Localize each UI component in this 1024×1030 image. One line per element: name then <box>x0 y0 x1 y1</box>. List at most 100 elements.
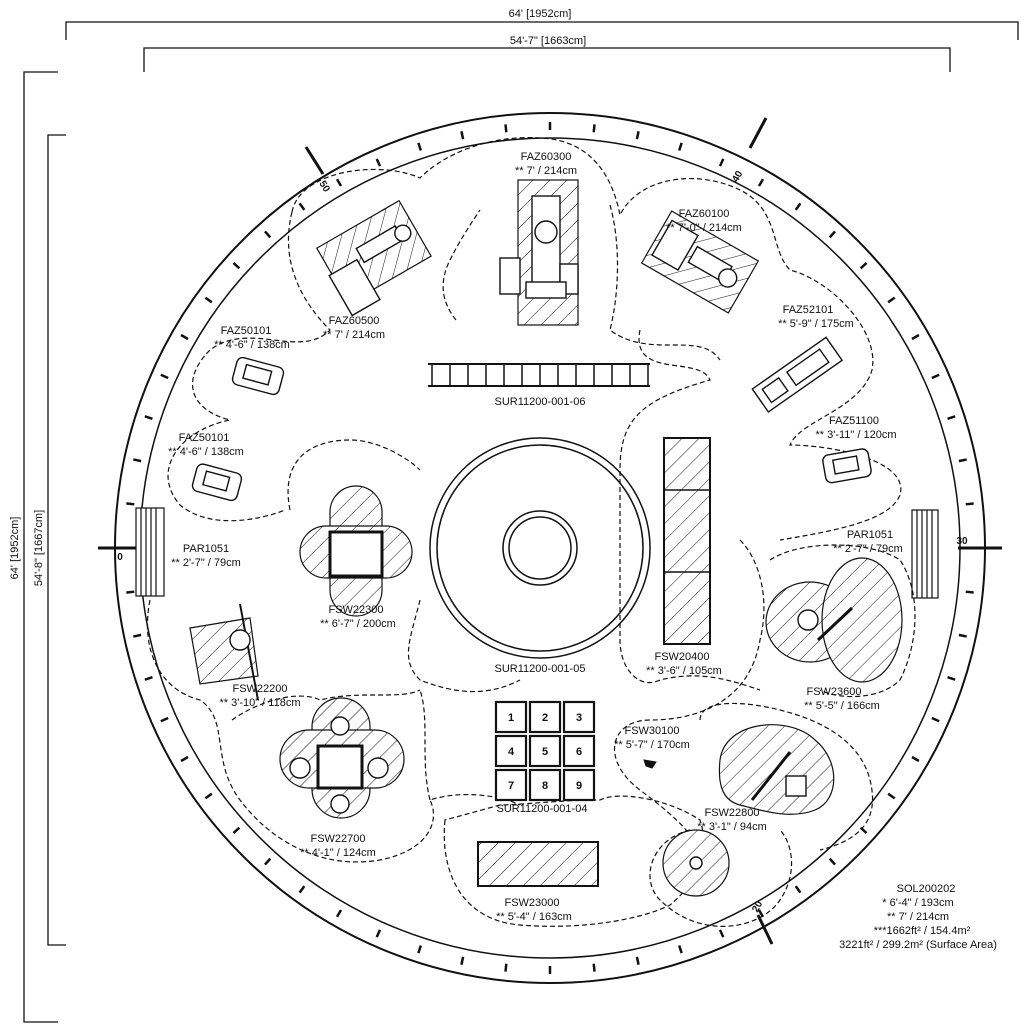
overall-height-label: 64' [1952cm] <box>9 517 21 580</box>
rim-tick <box>160 373 169 380</box>
equipment-fsw22200 <box>189 603 259 701</box>
rim-tick <box>298 885 306 894</box>
grid-cell <box>528 700 562 734</box>
height-fsw20400: ** 3'-6" / 105cm <box>646 665 722 677</box>
rim-tick <box>460 131 465 140</box>
rim-tick <box>965 590 974 594</box>
rim-tick <box>828 857 836 866</box>
rim-tick <box>264 230 272 239</box>
rim-tick <box>232 262 241 270</box>
equipment-fsw23000 <box>477 841 599 887</box>
equipment-labels: FAZ60300 ** 7' / 214cm FAZ60100 ** 7'-0"… <box>168 151 903 923</box>
label-faz60100: FAZ60100 <box>679 208 730 220</box>
label-fsw22300: FSW22300 <box>328 604 383 616</box>
grid-cell <box>528 768 562 802</box>
summary-block: SOL200202 * 6'-4" / 193cm ** 7' / 214cm … <box>839 883 997 951</box>
rim-tick <box>947 675 956 681</box>
label-fsw23600: FSW23600 <box>806 686 861 698</box>
summary-line1: * 6'-4" / 193cm <box>882 897 953 909</box>
rim-tick <box>911 333 920 341</box>
rim-tick <box>911 755 920 763</box>
rim-tick <box>965 502 974 506</box>
label-faz60300: FAZ60300 <box>521 151 572 163</box>
rim-tick <box>180 333 189 341</box>
grid-cell <box>494 768 528 802</box>
rim-tick <box>958 633 967 638</box>
rim-tick <box>504 963 508 972</box>
center-disc-inner <box>508 516 572 580</box>
equipment-fsw22800 <box>718 724 835 815</box>
rim-tick <box>859 262 868 270</box>
height-faz52101: ** 5'-9" / 175cm <box>778 318 854 330</box>
label-fsw30100: FSW30100 <box>624 725 679 737</box>
grid-cell <box>528 734 562 768</box>
rim-mark-top-right: 40 <box>730 169 745 185</box>
center-disc-outer <box>502 510 578 586</box>
grid-cell-number: 1 <box>508 712 514 724</box>
equipment-spinner <box>662 829 730 897</box>
height-faz60300: ** 7' / 214cm <box>515 165 577 177</box>
label-faz51100: FAZ51100 <box>829 415 879 427</box>
label-fsw20400: FSW20400 <box>654 651 709 663</box>
rim-tick <box>160 716 169 723</box>
equipment-fsw22700 <box>279 697 405 819</box>
grid-cell <box>562 768 596 802</box>
rim-tick <box>133 458 142 463</box>
rim-tick <box>958 458 967 463</box>
height-fsw23000: ** 5'-4" / 163cm <box>496 911 572 923</box>
height-fsw22800: ** 3'-1" / 94cm <box>697 821 767 833</box>
inner-width-label: 54'-7" [1663cm] <box>510 35 586 47</box>
summary-line4: 3221ft² / 299.2m² (Surface Area) <box>839 939 997 951</box>
rim-tick <box>232 826 241 834</box>
rim-tick <box>335 178 343 187</box>
label-grid-surface: SUR11200-001-04 <box>497 803 588 815</box>
rim-tick <box>375 158 382 167</box>
rim-tick <box>126 502 135 506</box>
label-faz52101: FAZ52101 <box>783 304 834 316</box>
rim-tick <box>887 296 896 304</box>
rim-tick <box>298 202 306 211</box>
label-ladder-surface: SUR11200-001-06 <box>495 396 586 408</box>
rim-tick <box>126 590 135 594</box>
equipment-faz51100 <box>822 448 872 484</box>
grid-cell-number: 9 <box>576 780 582 792</box>
height-fsw30100: ** 5'-7" / 170cm <box>614 739 690 751</box>
equipment-faz50101-bottom <box>191 463 243 502</box>
rim-tick <box>757 178 765 187</box>
grid-cell-number: 3 <box>576 712 582 724</box>
label-fsw22200: FSW22200 <box>232 683 287 695</box>
rim-tick <box>144 675 153 681</box>
rim-mark-left: 0 <box>117 552 123 563</box>
grid-cell-number: 6 <box>576 746 582 758</box>
height-fsw22300: ** 6'-7" / 200cm <box>320 618 396 630</box>
rim-tick <box>887 792 896 800</box>
rim-tick <box>204 792 213 800</box>
center-surface-outer <box>429 437 651 659</box>
height-par1051-left: ** 2'-7" / 79cm <box>171 557 241 569</box>
rim-tick <box>592 963 596 972</box>
height-faz51100: ** 3'-11" / 120cm <box>815 429 896 441</box>
rim-tick <box>504 124 508 133</box>
rim-tick <box>931 716 940 723</box>
equipment-faz52101 <box>751 336 844 413</box>
grid-cell-number: 5 <box>542 746 548 758</box>
grid-cell <box>494 700 528 734</box>
height-fsw22700: ** 4'-1" / 124cm <box>300 847 376 859</box>
height-faz60500: ** 7' / 214cm <box>323 329 385 341</box>
equipment-fsw22300 <box>299 485 413 617</box>
equipment-faz60300 <box>499 179 579 326</box>
rim-tick <box>417 142 423 151</box>
equipment-fsw30100 <box>643 759 657 769</box>
label-fsw22700: FSW22700 <box>310 833 365 845</box>
height-faz50101-bottom: ** 4'-6" / 138cm <box>168 446 244 458</box>
center-surface-inner <box>436 444 644 652</box>
equipment-faz60500 <box>315 199 432 317</box>
rim-tick <box>375 929 382 938</box>
label-par1051-right: PAR1051 <box>847 529 893 541</box>
rim-tick <box>264 857 272 866</box>
grid-cell <box>562 700 596 734</box>
height-faz60100: ** 7'-0" / 214cm <box>666 222 742 234</box>
rim-tick <box>180 755 189 763</box>
